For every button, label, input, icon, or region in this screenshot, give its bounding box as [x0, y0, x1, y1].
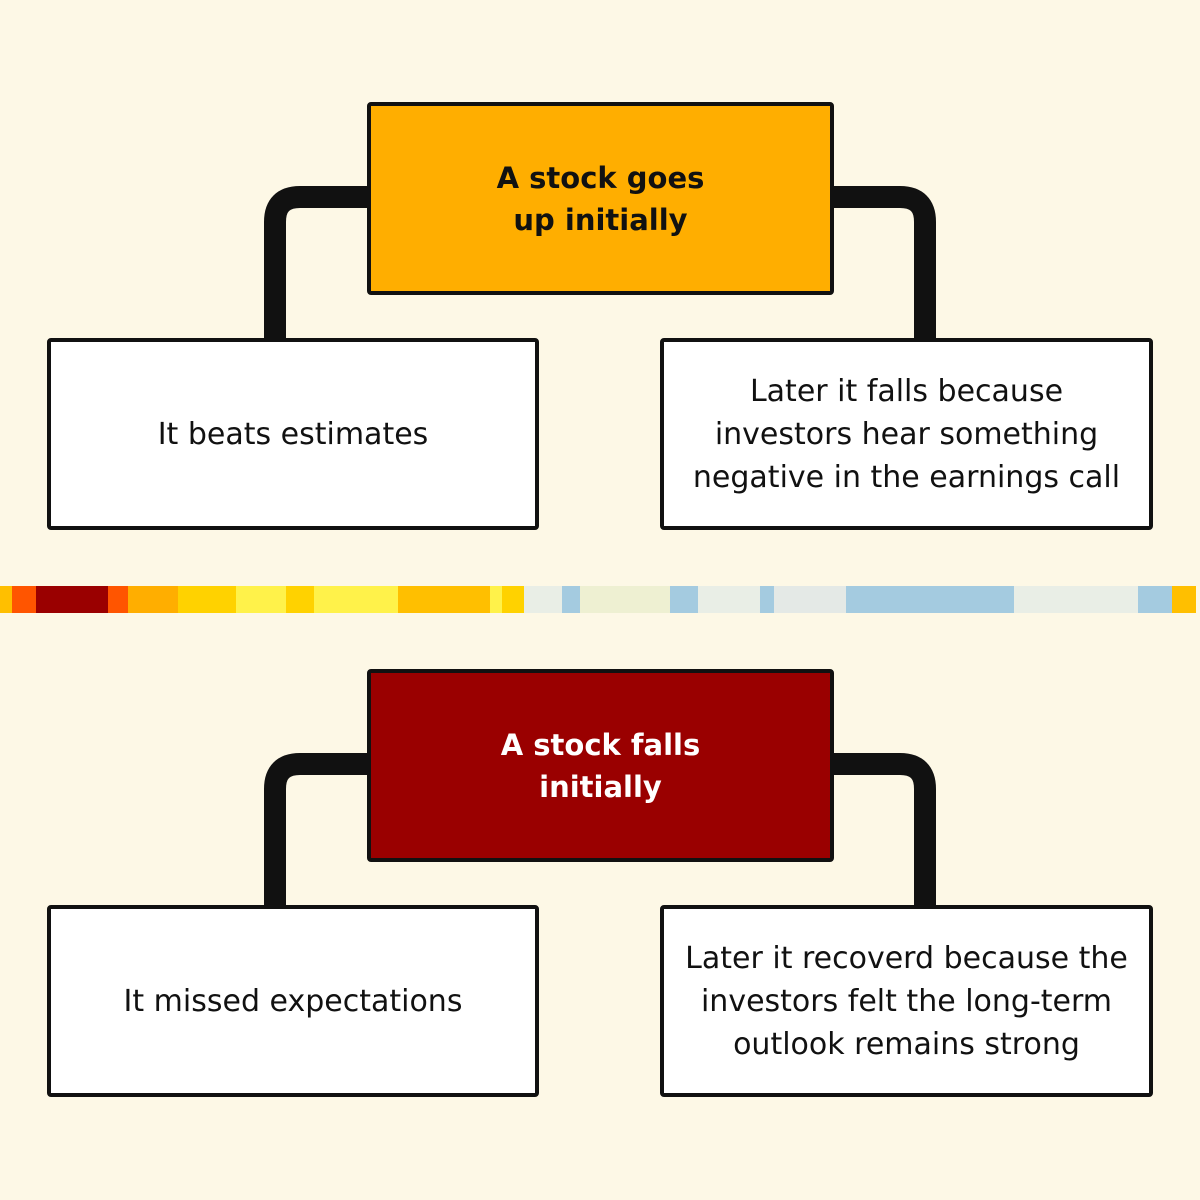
strip-segment	[398, 586, 490, 613]
strip-segment	[760, 586, 774, 613]
strip-segment	[562, 586, 580, 613]
strip-segment	[1172, 586, 1196, 613]
strip-segment	[314, 586, 398, 613]
fall-parent-box: A stock falls initially	[367, 669, 834, 862]
strip-segment	[490, 586, 502, 613]
strip-segment	[774, 586, 846, 613]
rise-left-child-label: It beats estimates	[157, 416, 429, 452]
strip-segment	[12, 586, 36, 613]
rise-right-child-label: Later it falls because investors hear so…	[692, 373, 1121, 495]
strip-segment	[36, 586, 108, 613]
strip-segment	[1014, 586, 1138, 613]
connector-left-bottom	[264, 753, 370, 909]
strip-segment	[128, 586, 178, 613]
strip-segment	[0, 586, 12, 613]
strip-segment	[580, 586, 670, 613]
rise-parent-label: A stock goes up initially	[496, 160, 705, 237]
fall-left-child-label: It missed expectations	[123, 983, 463, 1019]
strip-segment	[178, 586, 236, 613]
strip-segment	[236, 586, 286, 613]
strip-segment	[286, 586, 314, 613]
connector-right-bottom	[830, 753, 936, 909]
strip-segment	[846, 586, 1014, 613]
strip-segment	[502, 586, 524, 613]
connector-left-top	[264, 186, 370, 342]
strip-segment	[524, 586, 562, 613]
color-strip-divider	[0, 586, 1200, 613]
fall-right-child-label: Later it recoverd because the investors …	[685, 940, 1128, 1062]
strip-segment	[670, 586, 698, 613]
strip-segment	[1138, 586, 1172, 613]
rise-right-child-box: Later it falls because investors hear so…	[660, 338, 1153, 530]
fall-left-child-box: It missed expectations	[47, 905, 539, 1097]
strip-segment	[698, 586, 760, 613]
fall-right-child-box: Later it recoverd because the investors …	[660, 905, 1153, 1097]
fall-parent-label: A stock falls initially	[500, 727, 701, 804]
rise-left-child-box: It beats estimates	[47, 338, 539, 530]
rise-parent-box: A stock goes up initially	[367, 102, 834, 295]
connector-right-top	[830, 186, 936, 342]
strip-segment	[108, 586, 128, 613]
